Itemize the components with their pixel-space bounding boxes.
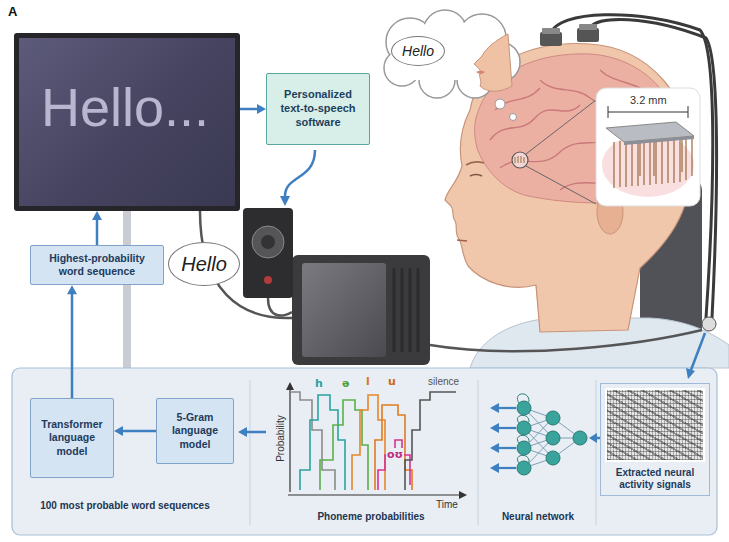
phoneme-label: l <box>366 375 370 388</box>
arrowhead <box>114 426 123 436</box>
monitor-screen: Hello... <box>14 33 240 211</box>
leader-lines <box>526 100 596 204</box>
head-cable <box>430 330 702 351</box>
eye <box>470 175 482 177</box>
connector <box>240 108 258 111</box>
eyebrow <box>466 162 484 165</box>
speaker-cable <box>268 298 292 315</box>
connector <box>122 430 156 433</box>
box-text: Transformer language model <box>36 418 108 457</box>
caption: 100 most probable word sequences <box>20 500 230 511</box>
audio-arrow <box>285 150 315 196</box>
phoneme-label: silence <box>428 376 459 387</box>
cable-clip <box>702 317 716 331</box>
phoneme-chart <box>286 382 467 499</box>
axis-label: Probability <box>275 410 286 468</box>
neural-network <box>490 394 587 475</box>
phoneme-label: oʊ <box>386 448 404 461</box>
speech-bubble: Hello <box>168 242 240 286</box>
caption: Phoneme probabilities <box>296 511 446 522</box>
implant-site <box>512 152 528 168</box>
screen-text: Hello... <box>41 76 209 138</box>
array-inset <box>596 88 700 206</box>
monitor-stand <box>123 208 131 370</box>
mouth <box>457 240 467 241</box>
pedestals <box>540 24 599 46</box>
box-text: 5-Gram language model <box>162 411 228 450</box>
connector <box>96 219 99 245</box>
box-text: Extracted neural activity signals <box>605 467 705 491</box>
pipeline-panel <box>12 368 717 535</box>
model-box: Transformer language model <box>30 398 114 478</box>
connector <box>71 293 74 398</box>
thought-bubble: Hello <box>391 36 445 66</box>
axis-label: Time <box>436 499 458 510</box>
arrowhead <box>67 285 77 294</box>
implant-site-array <box>515 156 524 163</box>
output-box: Highest-probability word sequence <box>30 245 164 285</box>
speaker <box>243 208 293 298</box>
box-text: Highest-probability word sequence <box>36 252 158 278</box>
computer <box>292 255 430 365</box>
bubble-text: Hello <box>402 43 434 59</box>
signal-texture <box>605 388 705 462</box>
arrowhead <box>257 104 266 114</box>
process-box: Personalized text-to-speech software <box>266 73 370 145</box>
bubble-text: Hello <box>181 253 227 276</box>
panel-dividers <box>250 380 596 525</box>
panel-letter: A <box>8 4 17 19</box>
arrowhead <box>280 196 290 206</box>
model-box: 5-Gram language model <box>156 398 234 464</box>
dimension-label: 3.2 mm <box>630 94 667 106</box>
signal-box: Extracted neural activity signals <box>600 383 710 496</box>
thought-cloud <box>384 10 520 121</box>
box-text: Personalized text-to-speech software <box>273 88 363 129</box>
phoneme-label: ə <box>342 377 349 390</box>
arrowhead <box>92 211 102 220</box>
phoneme-label: h <box>315 377 323 390</box>
cables <box>551 15 717 318</box>
caption: Neural network <box>486 511 590 522</box>
phoneme-label: u <box>388 375 396 388</box>
